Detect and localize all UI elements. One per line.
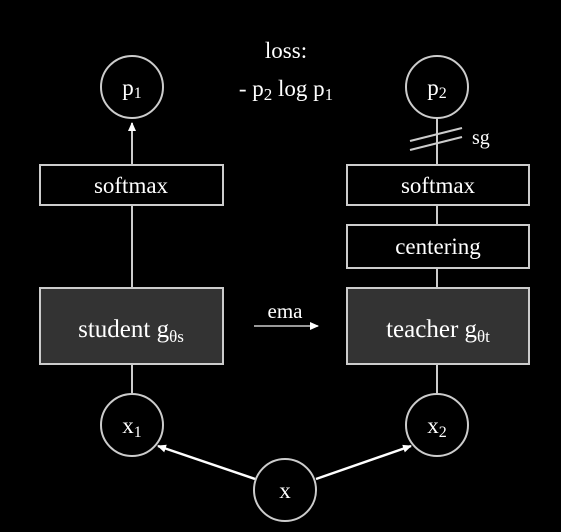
node-x2-label: x2 [427,413,447,441]
teacher-softmax-box: softmax [346,164,530,206]
stop-gradient-mark [409,127,463,151]
node-x: x [253,458,317,522]
node-p2-label: p2 [427,75,447,102]
teacher-softmax-label: softmax [401,173,476,198]
node-p1-label: p1 [122,75,142,102]
teacher-model-label: teacher gθt [386,316,490,346]
teacher-centering-box: centering [346,224,530,269]
node-p1-circle [100,55,164,119]
node-x1-circle [100,393,164,457]
student-softmax-label: softmax [94,173,169,198]
teacher-model-box: teacher gθt [346,287,530,365]
student-model-box: student gθs [39,287,224,365]
student-model-label: student gθs [78,316,184,346]
arrow-x-to-x2 [315,444,412,481]
loss-title: loss: [265,38,307,63]
node-x2: x2 [405,393,469,457]
ema-label: ema [268,299,304,323]
node-p2-circle [405,55,469,119]
sg-label: sg [472,127,490,149]
node-x-label: x [279,478,291,503]
node-x-circle [253,458,317,522]
node-x2-circle [405,393,469,457]
node-x1-label: x1 [122,413,142,441]
node-p1: p1 [100,55,164,119]
student-softmax-box: softmax [39,164,224,206]
arrow-x-to-x1 [157,444,256,481]
loss-formula: - p2 log p1 [239,76,333,104]
teacher-centering-label: centering [395,234,481,259]
node-p2: p2 [405,55,469,119]
node-x1: x1 [100,393,164,457]
